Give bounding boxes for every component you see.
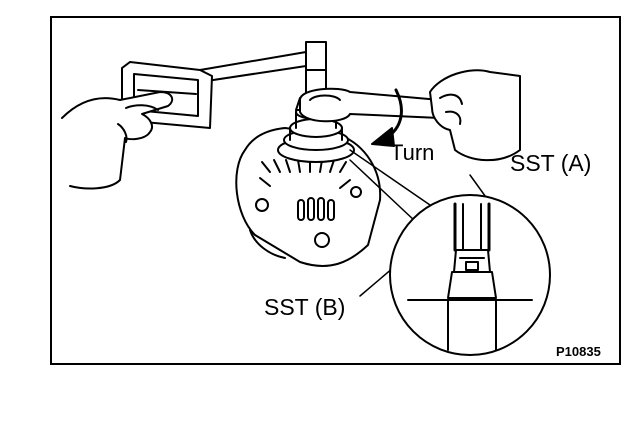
turn-label: Turn [390, 140, 435, 165]
holding-wrench [121, 51, 307, 129]
right-hand [429, 69, 521, 162]
left-hand [61, 91, 174, 190]
sst-b-label: SST (B) [264, 294, 346, 320]
alternator [235, 127, 382, 267]
detail-circle [389, 194, 551, 356]
turn-arrow [371, 88, 403, 147]
turning-wrench [299, 87, 441, 123]
sst-a-label: SST (A) [510, 150, 592, 176]
figure-code: P10835 [556, 344, 601, 359]
